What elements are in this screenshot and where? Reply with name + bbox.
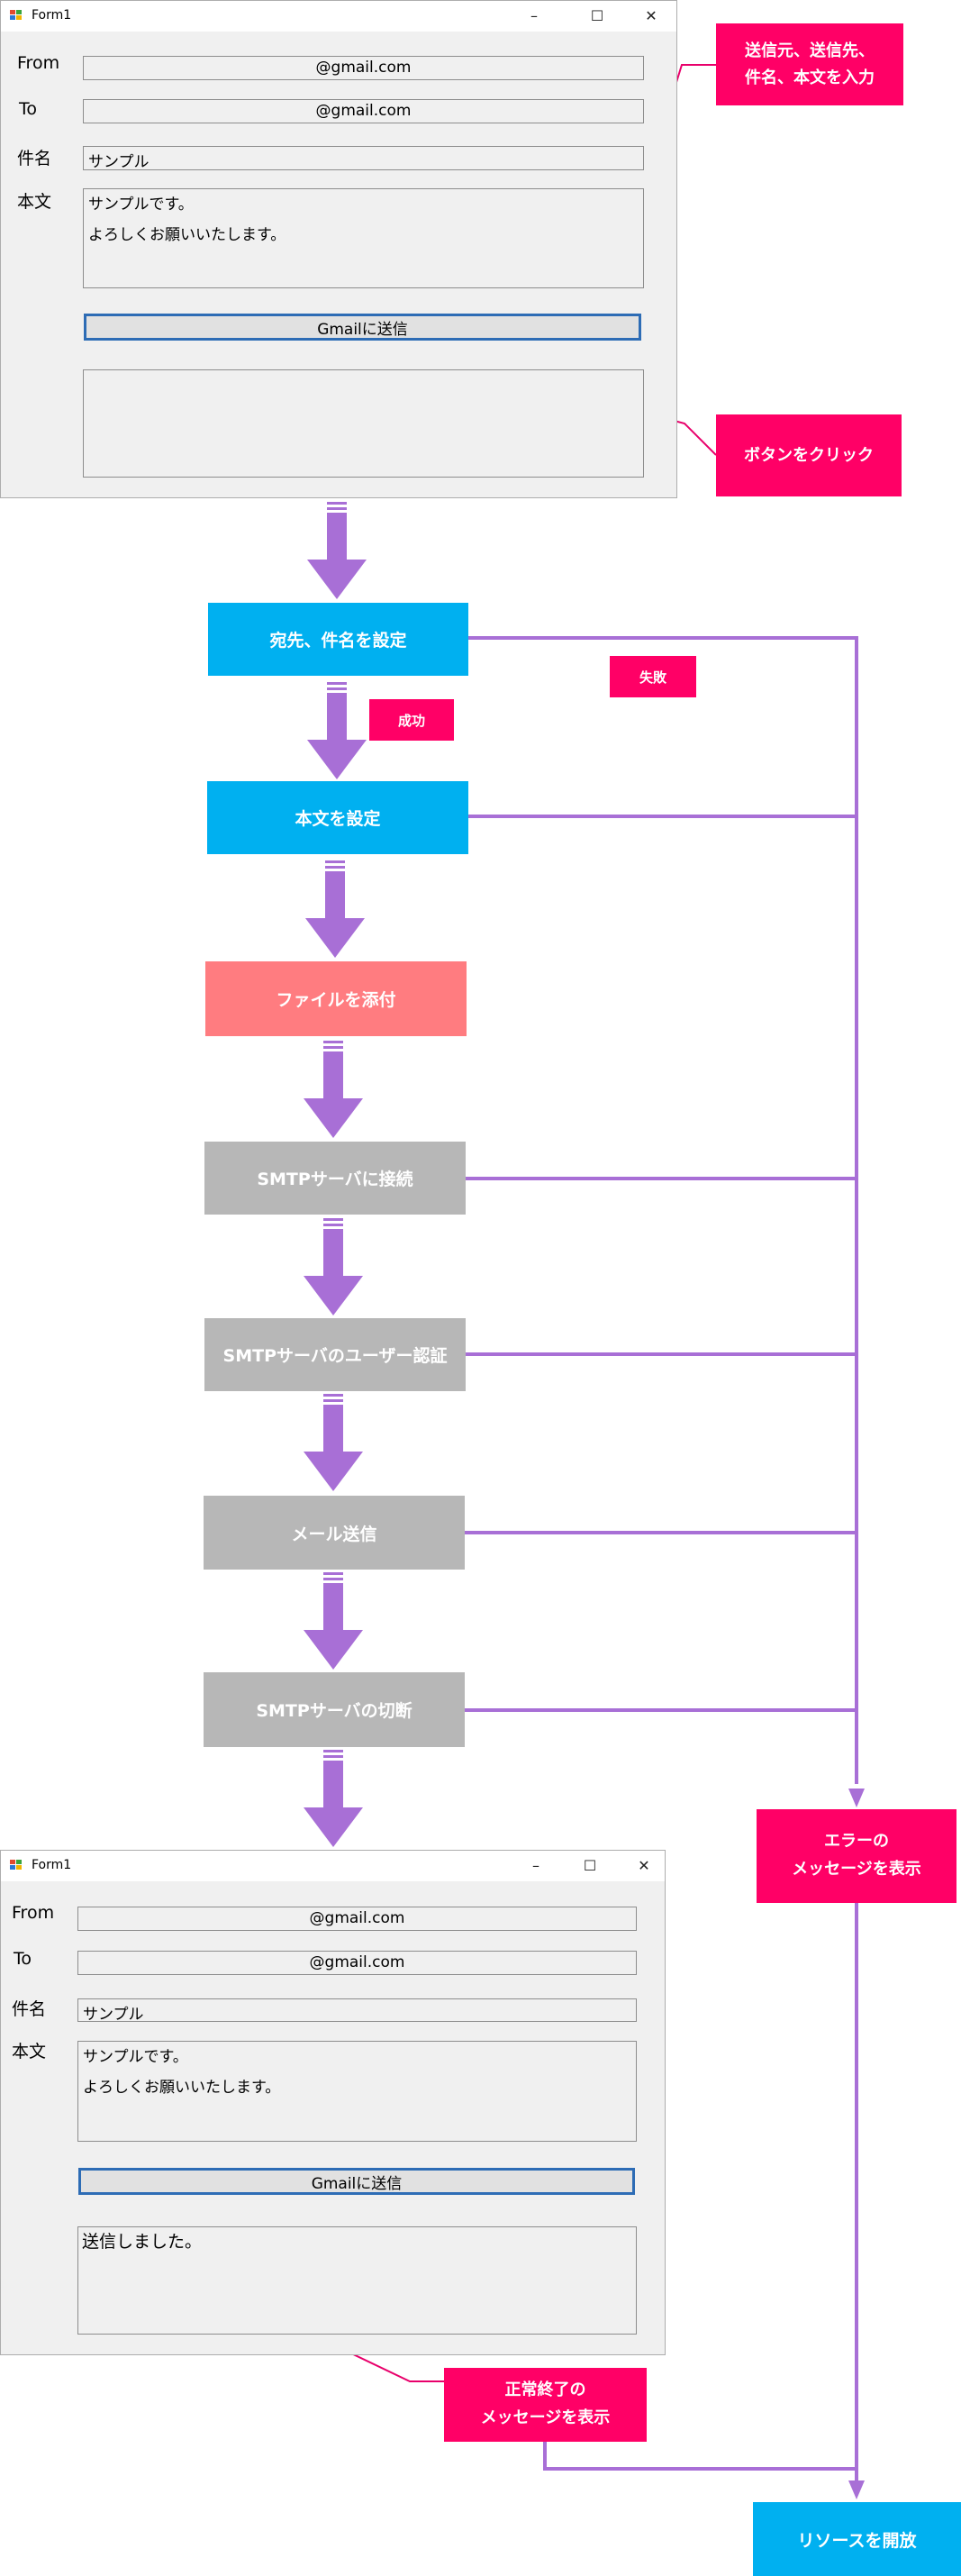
to-field[interactable]: @gmail.com xyxy=(77,1951,637,1975)
error-arrowhead xyxy=(848,1789,865,1807)
step-send-mail: メール送信 xyxy=(204,1496,465,1570)
flow-arrow-2 xyxy=(307,682,367,779)
flow-arrow-6 xyxy=(304,1394,363,1491)
body-label: 本文 xyxy=(17,192,52,212)
flow-arrow-5 xyxy=(304,1218,363,1315)
app-icon xyxy=(10,1860,23,1871)
error-message-line-2: メッセージを表示 xyxy=(792,1860,921,1879)
form1-titlebar: Form1 – ☐ ✕ xyxy=(1,1,676,32)
click-callout: ボタンをクリック xyxy=(716,414,902,496)
flow-arrow-4 xyxy=(304,1041,363,1138)
close-icon[interactable]: ✕ xyxy=(638,1857,650,1874)
result-output-box xyxy=(83,369,644,478)
step-release-resources: リソースを開放 xyxy=(753,2502,961,2576)
step-smtp-disconnect: SMTPサーバの切断 xyxy=(204,1672,465,1747)
form2-window: Form1 – ☐ ✕ From To 件名 本文 @gmail.com @gm… xyxy=(0,1850,666,2355)
form2-title: Form1 xyxy=(32,1858,72,1872)
body-line-2: よろしくお願いいたします。 xyxy=(88,226,286,244)
step-set-recipients: 宛先、件名を設定 xyxy=(208,603,468,676)
to-label: To xyxy=(14,1949,32,1969)
body-line-2: よろしくお願いいたします。 xyxy=(83,2079,281,2097)
send-gmail-button[interactable]: Gmailに送信 xyxy=(84,314,641,341)
send-gmail-button[interactable]: Gmailに送信 xyxy=(78,2168,635,2195)
form2-titlebar: Form1 – ☐ ✕ xyxy=(1,1851,665,1881)
app-icon xyxy=(10,10,23,21)
maximize-icon[interactable]: ☐ xyxy=(583,1857,597,1874)
minimize-icon[interactable]: – xyxy=(530,7,538,24)
input-callout: 送信元、送信先、 件名、本文を入力 xyxy=(716,23,903,105)
body-field[interactable]: サンプルです。 よろしくお願いいたします。 xyxy=(83,188,644,288)
from-label: From xyxy=(17,53,60,73)
success-message-callout: 正常終了の メッセージを表示 xyxy=(444,2368,647,2442)
result-output-box: 送信しました。 xyxy=(77,2226,637,2335)
form1-title: Form1 xyxy=(32,8,72,23)
input-callout-line-2: 件名、本文を入力 xyxy=(745,68,875,87)
success-tag: 成功 xyxy=(369,699,454,741)
to-label: To xyxy=(19,99,38,119)
failure-tag: 失敗 xyxy=(610,656,696,697)
flow-arrow-1 xyxy=(307,502,367,599)
close-icon[interactable]: ✕ xyxy=(645,7,657,24)
subject-field[interactable]: サンプル xyxy=(77,1998,637,2022)
step-smtp-auth: SMTPサーバのユーザー認証 xyxy=(204,1318,466,1391)
subject-label: 件名 xyxy=(17,149,52,168)
step-attach-file: ファイルを添付 xyxy=(205,961,467,1036)
success-message-line-2: メッセージを表示 xyxy=(480,2408,611,2427)
flow-arrow-7 xyxy=(304,1572,363,1670)
step-set-body: 本文を設定 xyxy=(207,781,468,854)
body-line-1: サンプルです。 xyxy=(88,196,194,214)
from-field[interactable]: @gmail.com xyxy=(77,1907,637,1931)
subject-label: 件名 xyxy=(12,1999,47,2019)
input-callout-line-1: 送信元、送信先、 xyxy=(745,41,875,60)
subject-field[interactable]: サンプル xyxy=(83,146,644,170)
release-arrowhead xyxy=(848,2480,865,2499)
maximize-icon[interactable]: ☐ xyxy=(590,7,604,24)
flow-arrow-3 xyxy=(305,860,365,958)
error-message-line-1: エラーの xyxy=(824,1832,889,1852)
step-error-message: エラーの メッセージを表示 xyxy=(757,1809,956,1903)
flow-arrow-8 xyxy=(304,1750,363,1847)
body-label: 本文 xyxy=(12,2042,47,2062)
from-field[interactable]: @gmail.com xyxy=(83,56,644,80)
body-line-1: サンプルです。 xyxy=(83,2048,188,2066)
minimize-icon[interactable]: – xyxy=(532,1857,539,1874)
form1-window: Form1 – ☐ ✕ From To 件名 本文 @gmail.com @gm… xyxy=(0,0,677,498)
to-field[interactable]: @gmail.com xyxy=(83,99,644,123)
success-message-line-1: 正常終了の xyxy=(504,2380,586,2400)
step-smtp-connect: SMTPサーバに接続 xyxy=(204,1142,466,1215)
body-field[interactable]: サンプルです。 よろしくお願いいたします。 xyxy=(77,2041,637,2142)
from-label: From xyxy=(12,1903,55,1923)
